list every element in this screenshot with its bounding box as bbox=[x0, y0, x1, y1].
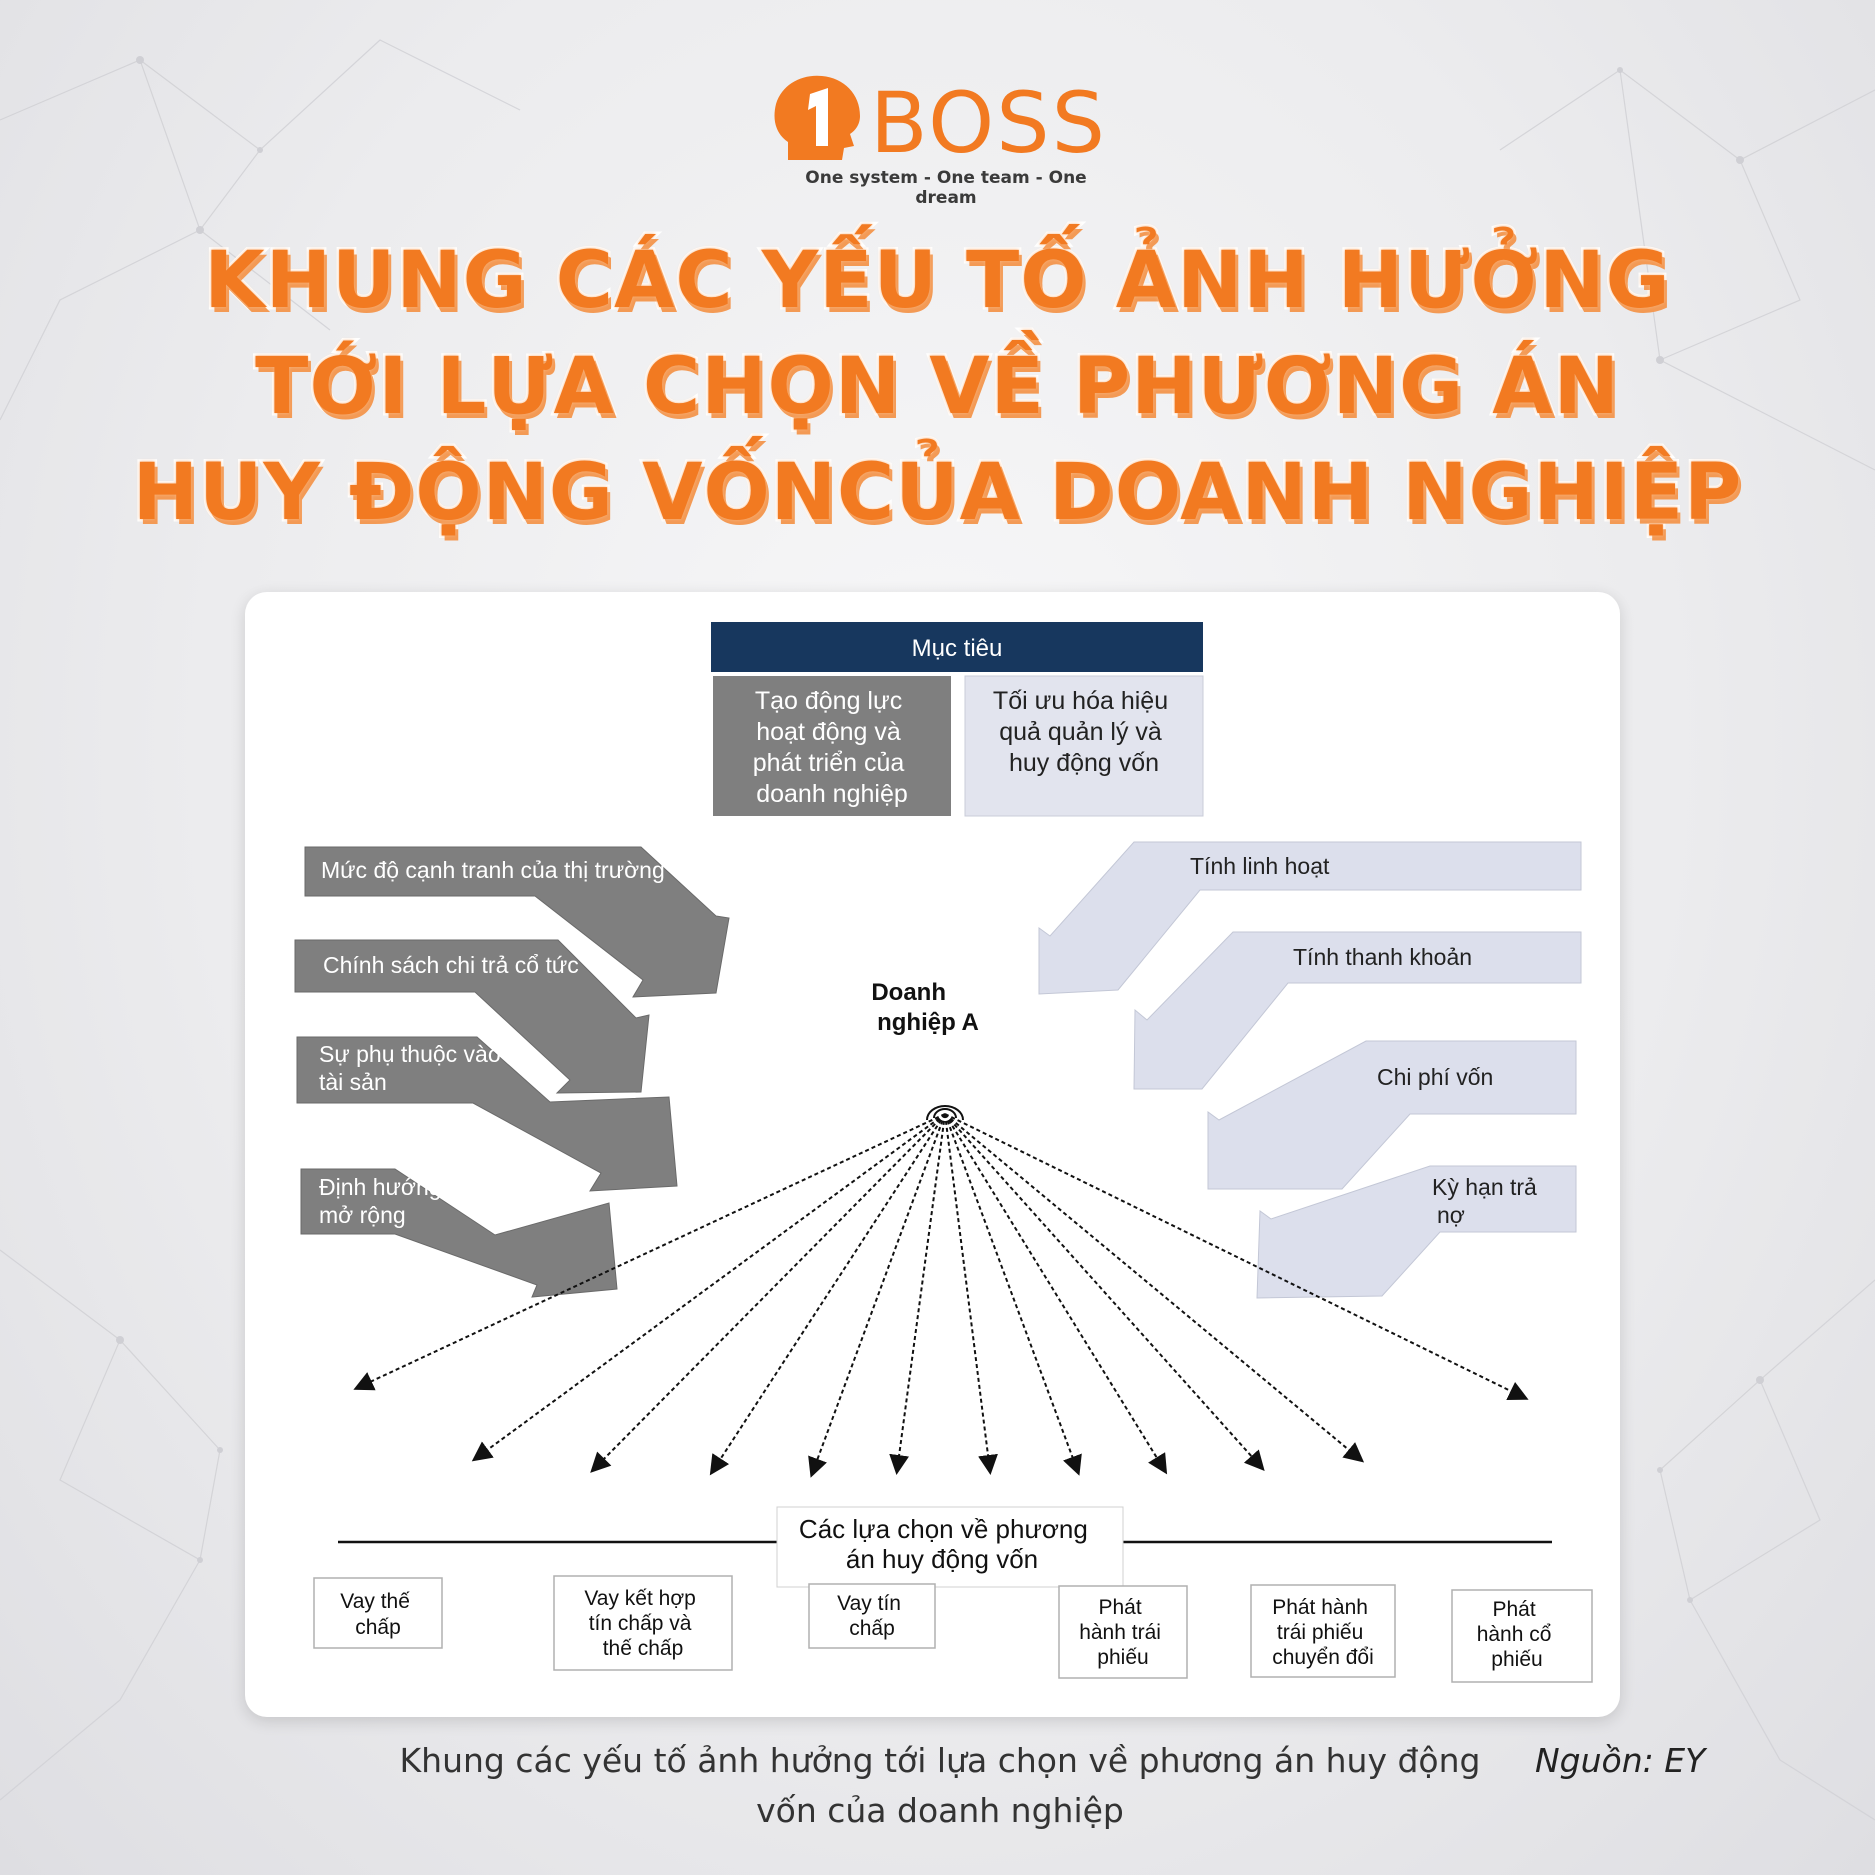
right-factor-arrow bbox=[1256, 1165, 1577, 1299]
right-factor-label: Tính linh hoạt bbox=[1190, 853, 1330, 879]
page-title: KHUNG CÁC YẾU TỐ ẢNH HƯỞNG TỚI LỰA CHỌN … bbox=[40, 228, 1835, 546]
center-company-label: Doanh nghiệp A bbox=[871, 979, 979, 1036]
option-box bbox=[553, 1575, 733, 1671]
goal-left-line: Tạo động lực bbox=[755, 687, 902, 715]
brand-name: BOSS bbox=[870, 74, 1107, 172]
left-factor-label: Mức độ cạnh tranh của thị trường bbox=[321, 857, 665, 883]
left-factor-label: Sự phụ thuộc vào tài sản bbox=[319, 1041, 507, 1095]
goal-left-line: hoạt động và bbox=[756, 718, 901, 746]
goal-right-box bbox=[964, 675, 1204, 817]
goal-left-box bbox=[713, 676, 951, 816]
left-factor-arrow bbox=[304, 846, 730, 998]
goal-right-line: quả quản lý và bbox=[999, 718, 1162, 746]
option-label: Phát hành trái phiếu chuyển đổi bbox=[1272, 1596, 1374, 1669]
goal-header-label: Mục tiêu bbox=[912, 635, 1003, 662]
left-factor-label: Định hướng mở rộng bbox=[319, 1174, 448, 1228]
goal-left-text: Tạo động lực hoạt động và phát triển của… bbox=[753, 687, 911, 808]
option-label: Vay kết hợp tín chấp và thế chấp bbox=[584, 1587, 701, 1660]
goal-left-line: doanh nghiệp bbox=[756, 780, 908, 808]
left-factor-arrow bbox=[296, 1036, 678, 1192]
options-header-box bbox=[776, 1506, 1124, 1588]
title-line: HUY ĐỘNG VỐNCỦA DOANH NGHIỆP bbox=[130, 446, 1744, 541]
right-factor-label: Chi phí vốn bbox=[1377, 1064, 1493, 1090]
goal-left-line: phát triển của bbox=[753, 749, 905, 777]
right-factor-arrow bbox=[1038, 841, 1582, 995]
right-factor-label: Kỳ hạn trả nợ bbox=[1432, 1174, 1543, 1228]
option-box bbox=[1451, 1589, 1593, 1683]
logo-head-icon bbox=[774, 75, 860, 160]
caption-line: Khung các yếu tố ảnh hưởng tới lựa chọn … bbox=[399, 1741, 1481, 1780]
goal-right-text: Tối ưu hóa hiệu quả quản lý và huy động … bbox=[993, 687, 1175, 777]
fan-origin-arc bbox=[933, 1108, 957, 1119]
fan-origin-arc bbox=[926, 1105, 964, 1121]
option-box bbox=[313, 1577, 443, 1649]
option-label: Phát hành trái phiếu bbox=[1079, 1596, 1167, 1669]
figure-caption: Khung các yếu tố ảnh hưởng tới lựa chọn … bbox=[370, 1736, 1510, 1836]
brand-logo: BOSS One system - One team - One dream bbox=[770, 72, 1120, 208]
option-box bbox=[808, 1583, 936, 1649]
left-factor-arrow bbox=[294, 939, 650, 1094]
left-factor-arrow bbox=[300, 1168, 618, 1298]
source-credit: Nguồn: EY bbox=[1535, 1741, 1706, 1780]
right-factor-label: Tính thanh khoản bbox=[1293, 944, 1472, 970]
factor-framework-diagram: Mục tiêu Tạo động lực hoạt động và phát … bbox=[294, 622, 1593, 1683]
title-line: TỚI LỰA CHỌN VỀ PHƯƠNG ÁN bbox=[253, 340, 1622, 435]
caption-line: vốn của doanh nghiệp bbox=[756, 1791, 1124, 1830]
option-label: Phát hành cổ phiếu bbox=[1477, 1598, 1558, 1671]
brand-slogan: One system - One team - One dream bbox=[805, 168, 1087, 208]
right-factor-arrow bbox=[1133, 931, 1582, 1090]
option-fan-arrows bbox=[353, 1113, 1529, 1478]
title-line: KHUNG CÁC YẾU TỐ ẢNH HƯỞNG bbox=[202, 234, 1672, 329]
option-box bbox=[1250, 1584, 1396, 1678]
right-factor-arrow bbox=[1207, 1040, 1577, 1190]
options-header-label: Các lựa chọn về phương án huy động vốn bbox=[799, 1514, 1095, 1574]
goal-header-box bbox=[711, 622, 1203, 672]
option-label: Vay thế chấp bbox=[340, 1590, 416, 1639]
goal-right-line: Tối ưu hóa hiệu bbox=[993, 687, 1168, 715]
left-factor-label: Chính sách chi trả cổ tức bbox=[323, 952, 579, 978]
option-box bbox=[1058, 1585, 1188, 1679]
goal-right-line: huy động vốn bbox=[1009, 749, 1159, 777]
diagram-card: Mục tiêu Tạo động lực hoạt động và phát … bbox=[245, 592, 1620, 1717]
option-label: Vay tín chấp bbox=[837, 1592, 907, 1640]
